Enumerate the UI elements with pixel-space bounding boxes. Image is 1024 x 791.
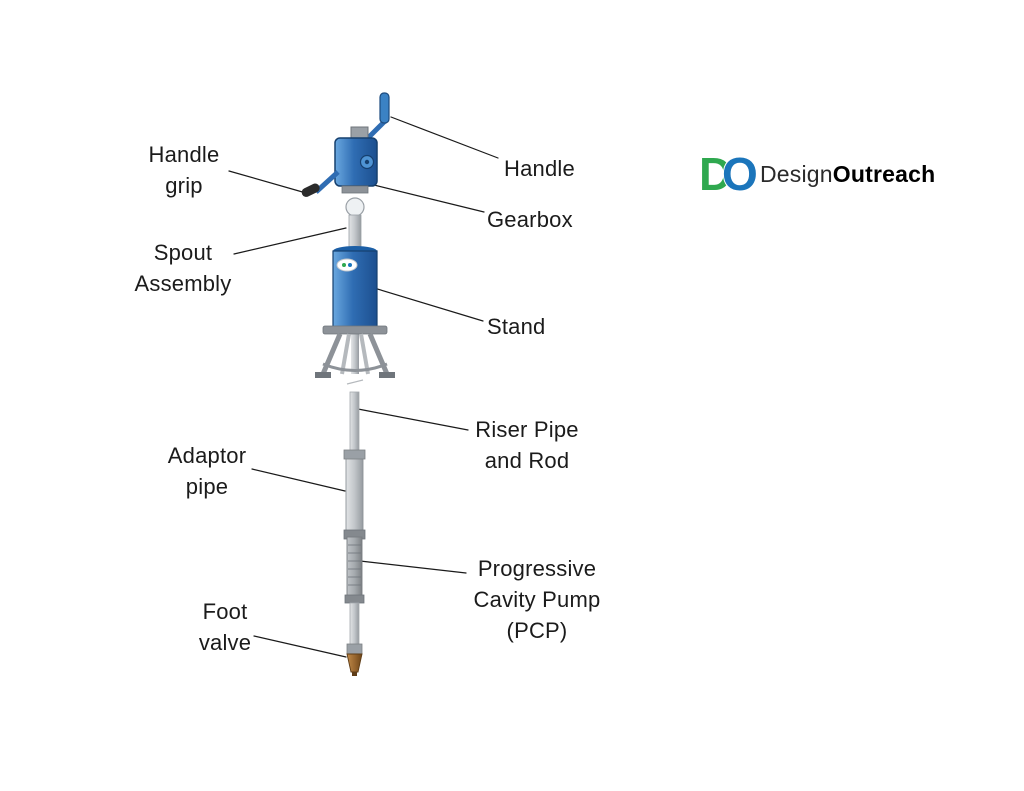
logo-text-design: Design [760,160,833,187]
leader-line-foot-valve [253,635,347,658]
leader-line-adaptor-pipe [251,468,346,492]
leader-line-handle-grip [228,170,307,194]
design-outreach-logo-icon: D O [699,149,758,199]
label-handle: Handle [504,156,575,181]
pcp-part [343,529,366,646]
foot-valve-part [346,643,363,676]
label-foot-valve: Foot valve [198,599,252,655]
adaptor-pipe-part [343,449,366,535]
leader-line-stand [360,283,484,322]
leader-line-gearbox [369,183,485,213]
label-adaptor-pipe: Adaptor pipe [167,443,247,499]
label-spout-assembly: Spout Assembly [134,240,232,296]
spout-assembly-part [341,185,369,251]
label-handle-grip: Handle grip [148,142,220,198]
label-stand: Stand [487,314,546,339]
handle-grip-part [301,170,340,197]
design-outreach-logo: D O DesignOutreach [698,149,935,199]
logo-letter-d: D [699,149,732,199]
stand-part [315,246,395,378]
leader-line-spout-assembly [233,227,347,255]
leader-line-riser-pipe [357,408,469,431]
label-progressive-cavity-pump: Progressive Cavity Pump (PCP) [473,556,601,643]
riser-pipe-part [346,379,364,453]
leader-lines [228,116,499,658]
logo-wordmark: DesignOutreach [760,161,935,188]
logo-text-outreach: Outreach [832,160,936,187]
gearbox-part [334,126,378,187]
leader-line-handle [390,116,499,159]
leader-line-pcp [359,560,467,574]
label-gearbox: Gearbox [487,207,573,232]
label-riser-pipe: Riser Pipe and Rod [475,417,579,473]
logo-letter-o: O [722,149,758,199]
